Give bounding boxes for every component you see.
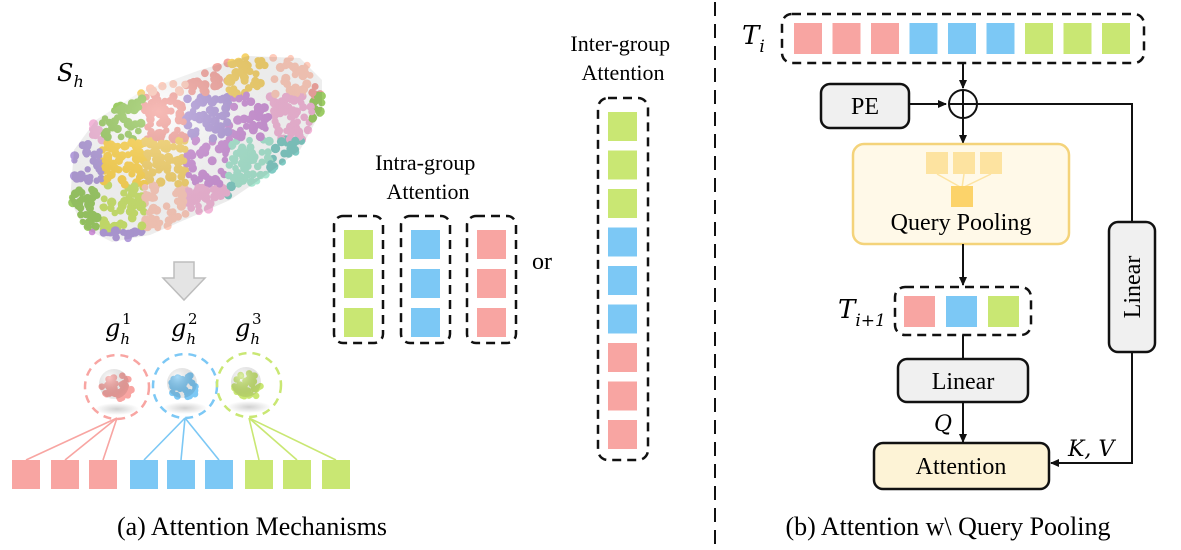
token-green: [344, 269, 373, 298]
q-label: Q: [934, 412, 952, 437]
token-pink: [608, 343, 637, 372]
token-blue: [411, 308, 440, 337]
pe-box: [819, 82, 911, 130]
token-pink: [51, 460, 79, 489]
token-pink: [608, 420, 637, 449]
fan-line: [184, 417, 220, 461]
fan-line: [64, 417, 118, 461]
attention-label: Attention: [916, 454, 1007, 480]
panel-a: Sh gh1 gh2 gh3 (a) Attention Mechanisms …: [12, 31, 675, 541]
token-green: [608, 150, 637, 180]
token-green: [283, 460, 311, 489]
token-pink: [89, 460, 117, 489]
group-label-1: gh1: [105, 310, 132, 348]
token-green: [988, 296, 1019, 327]
inter-group-column: [596, 96, 650, 462]
token-green: [1102, 23, 1130, 54]
ti1-label: Ti+1: [838, 295, 886, 331]
pooling-icon: [926, 152, 1002, 207]
point-cloud-car: [68, 53, 326, 243]
caption-b: (b) Attention w\ Query Pooling: [786, 512, 1111, 541]
intra-group-columns: [332, 214, 518, 345]
group-circle-1: [83, 353, 151, 421]
intra-group-label: Intra-group Attention: [375, 150, 481, 204]
ti1-tokens: [904, 296, 1019, 327]
kv-path-bottom: [1050, 352, 1133, 467]
token-pink: [477, 230, 506, 259]
linear-label: Linear: [932, 369, 995, 395]
intra-column-3: [465, 214, 518, 345]
token-blue: [411, 230, 440, 259]
intra-column-1: [332, 214, 385, 345]
token-blue: [986, 23, 1015, 54]
token-pink: [794, 23, 822, 54]
token-blue: [608, 227, 637, 257]
fan-line: [248, 417, 260, 461]
token-blue: [948, 23, 976, 54]
token-pink: [608, 381, 637, 411]
caption-a: (a) Attention Mechanisms: [117, 512, 387, 541]
token-blue: [130, 460, 158, 489]
token-pink: [12, 460, 40, 489]
group-circle-2: [151, 352, 219, 420]
token-blue: [167, 460, 195, 489]
attention-box: [872, 441, 1051, 491]
group-label-3: gh3: [235, 310, 262, 348]
add-node: [948, 89, 978, 119]
fan-line: [180, 417, 186, 461]
split-arrow: [161, 261, 207, 302]
pe-label: PE: [851, 94, 879, 120]
group-label-2: gh2: [171, 310, 198, 348]
ti-tokens: [794, 23, 1130, 54]
token-pink: [904, 296, 935, 327]
fan-line: [248, 417, 298, 461]
kv-label: K, V: [1067, 437, 1116, 462]
query-pooling-label: Query Pooling: [891, 210, 1032, 236]
intra-column-2: [399, 214, 452, 345]
group-to-token-lines: [25, 417, 337, 461]
token-green: [608, 112, 637, 141]
token-blue: [411, 269, 440, 298]
panel-b: Ti PE Query Pooling Ti+1: [742, 12, 1157, 541]
token-green: [344, 308, 373, 337]
fan-line: [25, 417, 118, 461]
token-row: [12, 460, 350, 489]
kv-path-top: [977, 103, 1133, 222]
fan-line: [143, 417, 186, 461]
token-green: [245, 460, 273, 489]
token-pink: [477, 308, 506, 337]
token-blue: [946, 296, 977, 327]
token-blue: [909, 23, 938, 54]
inter-group-label: Inter-group Attention: [570, 31, 675, 85]
group-circle-3: [215, 351, 283, 419]
token-green: [322, 460, 350, 489]
shape-label: Sh: [57, 59, 84, 91]
token-pink: [871, 23, 899, 54]
fan-line: [102, 417, 118, 461]
token-green: [1063, 23, 1092, 54]
token-blue: [608, 266, 637, 295]
car-points: [68, 53, 326, 243]
token-blue: [608, 304, 637, 334]
group-circles: [83, 351, 283, 421]
token-pink: [832, 23, 861, 54]
side-linear-label: Linear: [1120, 256, 1146, 319]
token-blue: [205, 460, 233, 489]
token-pink: [477, 269, 506, 298]
inter-column-frame: [596, 96, 650, 462]
fan-line: [248, 417, 337, 461]
ti-label: Ti: [742, 21, 765, 57]
token-green: [608, 189, 637, 218]
token-green: [1025, 23, 1053, 54]
group-labels: gh1 gh2 gh3: [105, 310, 262, 348]
token-green: [344, 230, 373, 259]
or-label: or: [532, 249, 552, 275]
